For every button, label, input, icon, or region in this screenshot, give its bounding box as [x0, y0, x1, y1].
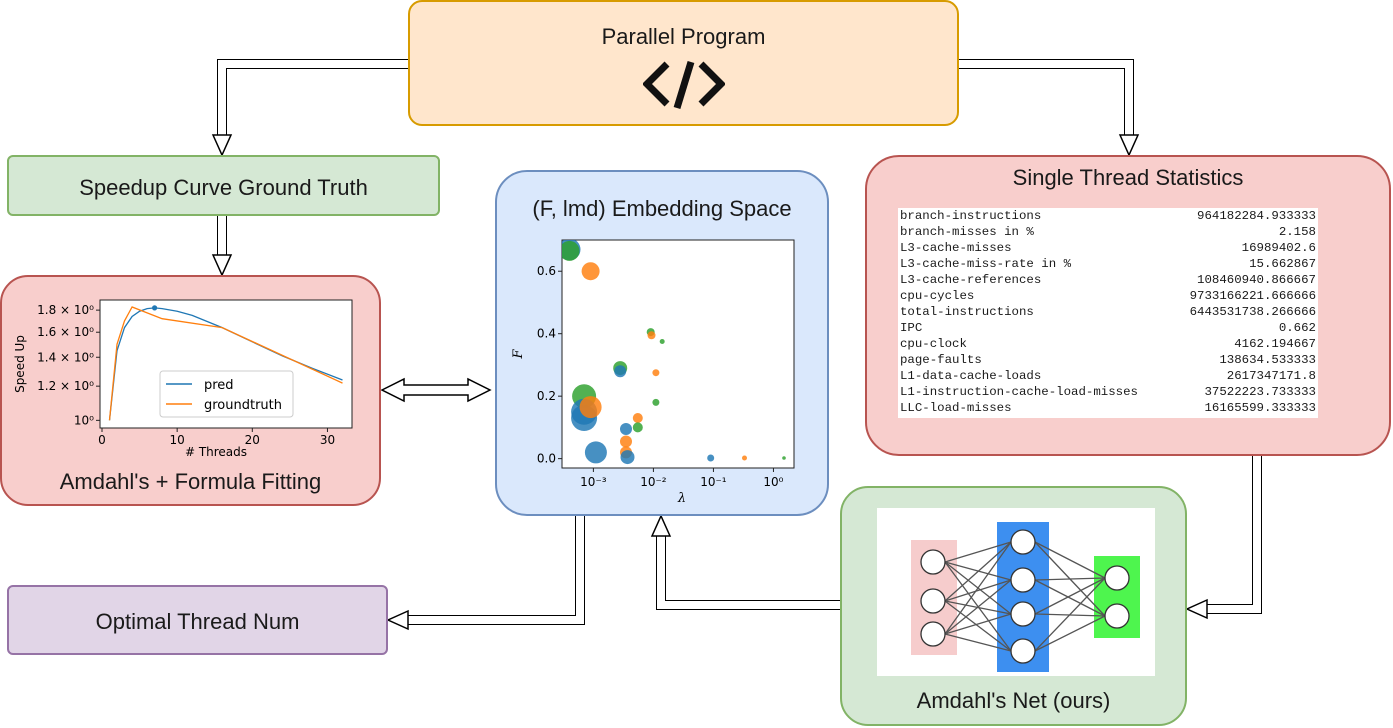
arrow-head	[1185, 598, 1208, 620]
amdahl-net-title: Amdahl's Net (ours)	[916, 688, 1111, 713]
stats-name: L3-cache-references	[900, 273, 1042, 287]
stats-row: branch-misses in % 2.158	[898, 224, 1318, 240]
arrow-shaft-outline	[1207, 456, 1262, 614]
stats-value: 0.662	[1278, 321, 1316, 335]
stats-name: total-instructions	[900, 305, 1034, 319]
stats-name: page-faults	[900, 353, 982, 367]
stats-name: IPC	[900, 321, 923, 335]
stats-value: 16989402.6	[1241, 241, 1316, 255]
optimal-thread-box: Optimal Thread Num	[7, 585, 388, 655]
arrow-program-to-groundtruth	[211, 59, 408, 157]
arrow-shaft-fill	[657, 536, 840, 609]
arrow-program-to-stats	[959, 59, 1140, 157]
amdahl-fitting-box: Amdahl's + Formula Fitting	[0, 275, 381, 506]
arrow-head	[211, 134, 233, 157]
embedding-space-title: (F, lmd) Embedding Space	[532, 196, 792, 221]
parallel-program-box: Parallel Program	[408, 0, 959, 126]
stats-value: 16165599.333333	[1204, 401, 1316, 415]
stats-row: LLC-load-misses 16165599.333333	[898, 400, 1318, 416]
stats-row: cpu-clock 4162.194667	[898, 336, 1318, 352]
stats-row: total-instructions 6443531738.266666	[898, 304, 1318, 320]
stats-row: L1-data-cache-loads 2617347171.8	[898, 368, 1318, 384]
arrow-stats-to-net	[1185, 456, 1262, 620]
speedup-ground-truth-box: Speedup Curve Ground Truth	[7, 155, 440, 216]
parallel-program-title: Parallel Program	[601, 24, 766, 49]
stats-name: cpu-clock	[900, 337, 967, 351]
arrow-shaft-outline	[217, 59, 408, 135]
arrow-fitting-embedding	[380, 377, 492, 403]
stats-row: cpu-cycles 9733166221.666666	[898, 288, 1318, 304]
stats-row: page-faults 138634.533333	[898, 352, 1318, 368]
stats-row: L3-cache-misses 16989402.6	[898, 240, 1318, 256]
embedding-space-box: (F, lmd) Embedding Space	[495, 170, 829, 516]
arrow-head	[211, 254, 233, 277]
stats-value: 15.662867	[1249, 257, 1316, 271]
optimal-thread-title: Optimal Thread Num	[95, 609, 300, 634]
stats-name: LLC-load-misses	[900, 401, 1012, 415]
single-thread-stats-title: Single Thread Statistics	[1012, 165, 1244, 190]
arrow-shaft-fill	[408, 516, 584, 624]
amdahl-net-box: Amdahl's Net (ours)	[840, 486, 1187, 726]
amdahl-fitting-title: Amdahl's + Formula Fitting	[59, 469, 322, 494]
stats-row: L3-cache-miss-rate in % 15.662867	[898, 256, 1318, 272]
double-arrow-shape	[380, 377, 492, 403]
stats-name: L1-instruction-cache-load-misses	[900, 385, 1138, 399]
stats-value: 6443531738.266666	[1189, 305, 1316, 319]
arrow-head	[650, 514, 672, 537]
network-image-bg	[877, 508, 1155, 676]
arrow-shaft-outline	[959, 59, 1134, 135]
arrow-shaft-outline	[656, 536, 840, 610]
arrow-groundtruth-to-fitting	[211, 216, 233, 277]
stats-value: 2.158	[1278, 225, 1316, 239]
stats-value: 9733166221.666666	[1189, 289, 1316, 303]
speedup-ground-truth-title: Speedup Curve Ground Truth	[79, 175, 368, 200]
stats-name: branch-misses in %	[900, 225, 1034, 239]
stats-name: cpu-cycles	[900, 289, 975, 303]
arrow-shaft-fill	[1207, 456, 1261, 613]
stats-row: branch-instructions 964182284.933333	[898, 208, 1318, 224]
stats-row: IPC 0.662	[898, 320, 1318, 336]
arrow-shaft-outline	[408, 516, 585, 625]
arrow-net-to-embedding	[650, 514, 840, 610]
stats-row: L1-instruction-cache-load-misses 37522223…	[898, 384, 1318, 400]
code-icon	[643, 60, 725, 110]
stats-value: 4162.194667	[1234, 337, 1316, 351]
stats-name: L3-cache-miss-rate in %	[900, 257, 1072, 271]
stats-row: L3-cache-references 108460940.866667	[898, 272, 1318, 288]
arrow-embedding-to-optimal	[386, 516, 585, 631]
arrow-shaft-fill	[218, 60, 408, 135]
stats-value: 964182284.933333	[1197, 209, 1316, 223]
stats-name: L3-cache-misses	[900, 241, 1012, 255]
stats-value: 2617347171.8	[1226, 369, 1316, 383]
stats-name: L1-data-cache-loads	[900, 369, 1042, 383]
stats-value: 37522223.733333	[1204, 385, 1316, 399]
arrow-head	[1118, 134, 1140, 157]
stats-value: 108460940.866667	[1197, 273, 1316, 287]
arrow-head	[386, 609, 409, 631]
arrow-shaft-fill	[959, 60, 1133, 135]
stats-value: 138634.533333	[1219, 353, 1316, 367]
stats-name: branch-instructions	[900, 209, 1042, 223]
